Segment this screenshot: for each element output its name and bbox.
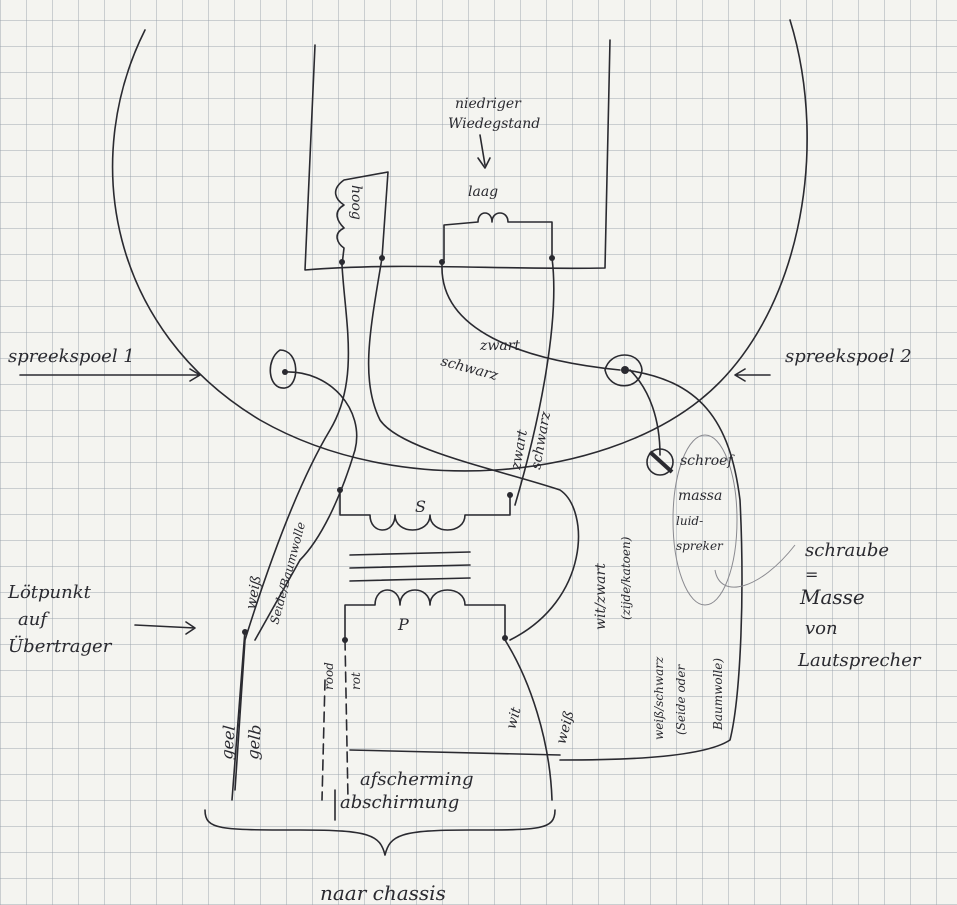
- secondary-label: S: [415, 497, 426, 516]
- screw-note-3: luid-: [676, 514, 703, 528]
- voice-coil-1-label: spreekspoel 1: [8, 346, 135, 367]
- screw-de-1: schraube: [805, 540, 889, 561]
- wire-to-screw: [629, 369, 661, 456]
- arrow-voice-coil-1: [19, 368, 201, 382]
- speaker-outline: [111, 19, 808, 472]
- solder-point-3: Übertrager: [8, 634, 113, 657]
- coil-laag: [443, 212, 553, 261]
- wire-red-a: rood: [322, 662, 336, 690]
- screw-de-3: Masse: [799, 585, 865, 609]
- screw-note-4: spreker: [676, 539, 724, 553]
- transformer-core: [349, 551, 471, 582]
- wire-white-black-4: (Seide oder: [674, 664, 688, 735]
- junction-dots: [242, 255, 629, 643]
- screw-note-1: schroef: [680, 453, 735, 469]
- primary-label: P: [397, 615, 409, 634]
- wire-hoog-right: [367, 257, 580, 641]
- wire-black-2b: schwarz: [528, 410, 554, 471]
- coil-low-label: laag: [468, 184, 498, 200]
- wire-black-1b: schwarz: [439, 353, 500, 384]
- wire-white-black-5: Baumwolle): [711, 658, 725, 731]
- screw-note-arrow: [714, 544, 796, 588]
- coil-high-label: hoog: [348, 185, 364, 220]
- wire-silk-label: Seide/Baumwolle: [267, 520, 308, 625]
- wire-white-left: [231, 559, 301, 801]
- screw-icon: [646, 448, 674, 476]
- voice-coil-2-terminal: [559, 354, 743, 761]
- wire-laag-left: [441, 264, 621, 371]
- arrow-solder: [134, 621, 196, 635]
- wire-white-p-b: weiß: [553, 709, 577, 746]
- screw-de-4: von: [805, 618, 838, 639]
- screw-note-2: massa: [678, 488, 722, 504]
- wire-white-black-1: wit/zwart: [593, 563, 609, 630]
- shield-line: [334, 749, 561, 821]
- wire-yellow-a: geel: [217, 725, 239, 761]
- wire-primary-white: [504, 639, 553, 801]
- resistance-note-1: niedriger: [455, 96, 522, 112]
- transformer-secondary: [339, 489, 511, 531]
- solder-point-1: Lötpunkt: [7, 582, 92, 603]
- arrow-voice-coil-2: [734, 368, 771, 382]
- speaker-magnet-box: [304, 39, 611, 271]
- transformer-primary: [344, 589, 506, 641]
- voice-coil-2-label: spreekspoel 2: [785, 346, 912, 367]
- wire-red-b: rot: [349, 672, 363, 690]
- screw-note-ellipse: [672, 434, 738, 606]
- wire-white-p-a: wit: [503, 705, 524, 731]
- wire-yellow-b: gelb: [243, 724, 265, 761]
- chassis-brace: [204, 809, 556, 856]
- coil-hoog: [334, 171, 389, 266]
- wire-laag-right: [514, 257, 555, 506]
- screw-de-2: =: [805, 565, 818, 584]
- wire-white-black-2: (zijde/katoen): [619, 536, 633, 620]
- wire-white-black-3: weiß/schwarz: [652, 656, 666, 740]
- to-chassis-label: naar chassis: [320, 881, 446, 905]
- wire-black-1a: zwart: [479, 338, 520, 354]
- shield-label-a: afscherming: [360, 769, 474, 790]
- solder-point-2: auf: [18, 609, 50, 630]
- wire-white-left-label: weiß: [243, 574, 265, 610]
- screw-de-5: Lautsprecher: [797, 650, 922, 671]
- wire-black-2a: zwart: [508, 428, 531, 472]
- resistance-note-2: Wiedegstand: [448, 116, 540, 132]
- arrow-resistance: [477, 134, 491, 169]
- voice-coil-1-terminal: [269, 349, 358, 561]
- wire-red: [321, 639, 349, 801]
- wire-hoog-left: [234, 264, 350, 791]
- shield-label-b: abschirmung: [340, 792, 459, 813]
